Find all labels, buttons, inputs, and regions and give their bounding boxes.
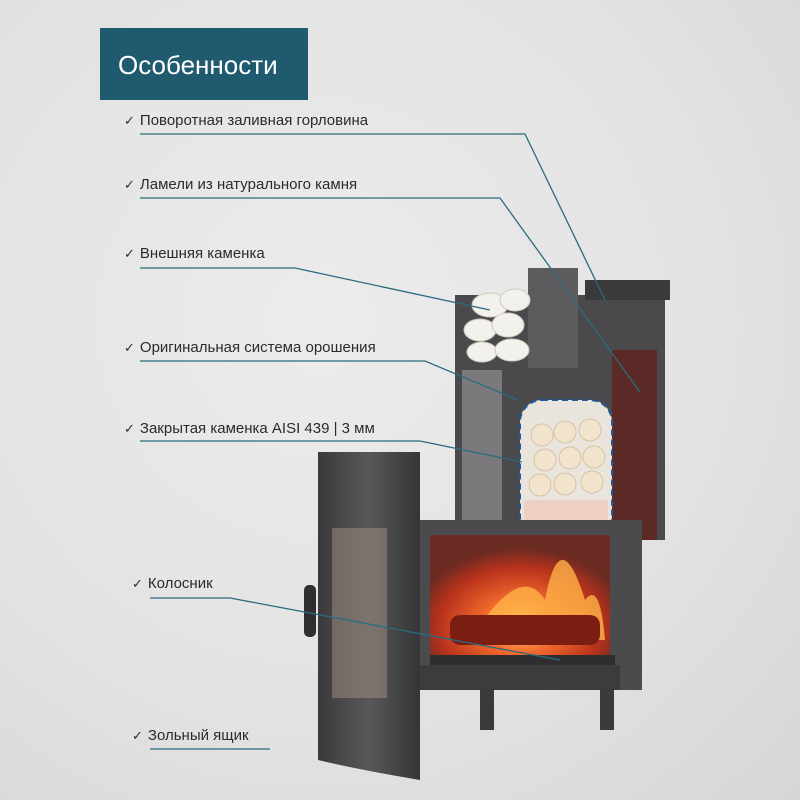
header-banner: Особенности (100, 28, 308, 100)
firebox (420, 520, 642, 690)
chimney (528, 268, 578, 368)
check-icon: ✓ (132, 728, 143, 743)
feature-external-heater: ✓Внешняя каменка (124, 245, 265, 262)
check-icon: ✓ (124, 246, 135, 261)
check-icon: ✓ (124, 340, 135, 355)
upper-body (455, 268, 670, 540)
door-handle (304, 585, 316, 637)
stove-door (304, 452, 420, 780)
leader-lines (140, 133, 641, 750)
feature-rotating-filler-neck: ✓Поворотная заливная горловина (124, 112, 369, 129)
grate (430, 655, 615, 665)
feature-stone-lamellae: ✓Ламели из натурального камня (124, 176, 358, 193)
stone-lamellae (612, 350, 657, 540)
feature-grate: ✓Колосник (132, 575, 213, 592)
feature-closed-heater: ✓Закрытая каменка AISI 439 | 3 мм (124, 420, 375, 437)
check-icon: ✓ (132, 576, 143, 591)
firewood (450, 615, 600, 645)
feature-irrigation-system: ✓Оригинальная система орошения (124, 339, 376, 356)
feature-ash-pan: ✓Зольный ящик (132, 727, 249, 744)
external-stones (463, 288, 531, 363)
closed-heater (519, 399, 613, 539)
check-icon: ✓ (124, 421, 135, 436)
check-icon: ✓ (124, 113, 135, 128)
ash-pan (420, 665, 620, 690)
check-icon: ✓ (124, 177, 135, 192)
filler-neck (585, 280, 670, 300)
legs (480, 690, 614, 730)
page-title: Особенности (118, 50, 278, 80)
